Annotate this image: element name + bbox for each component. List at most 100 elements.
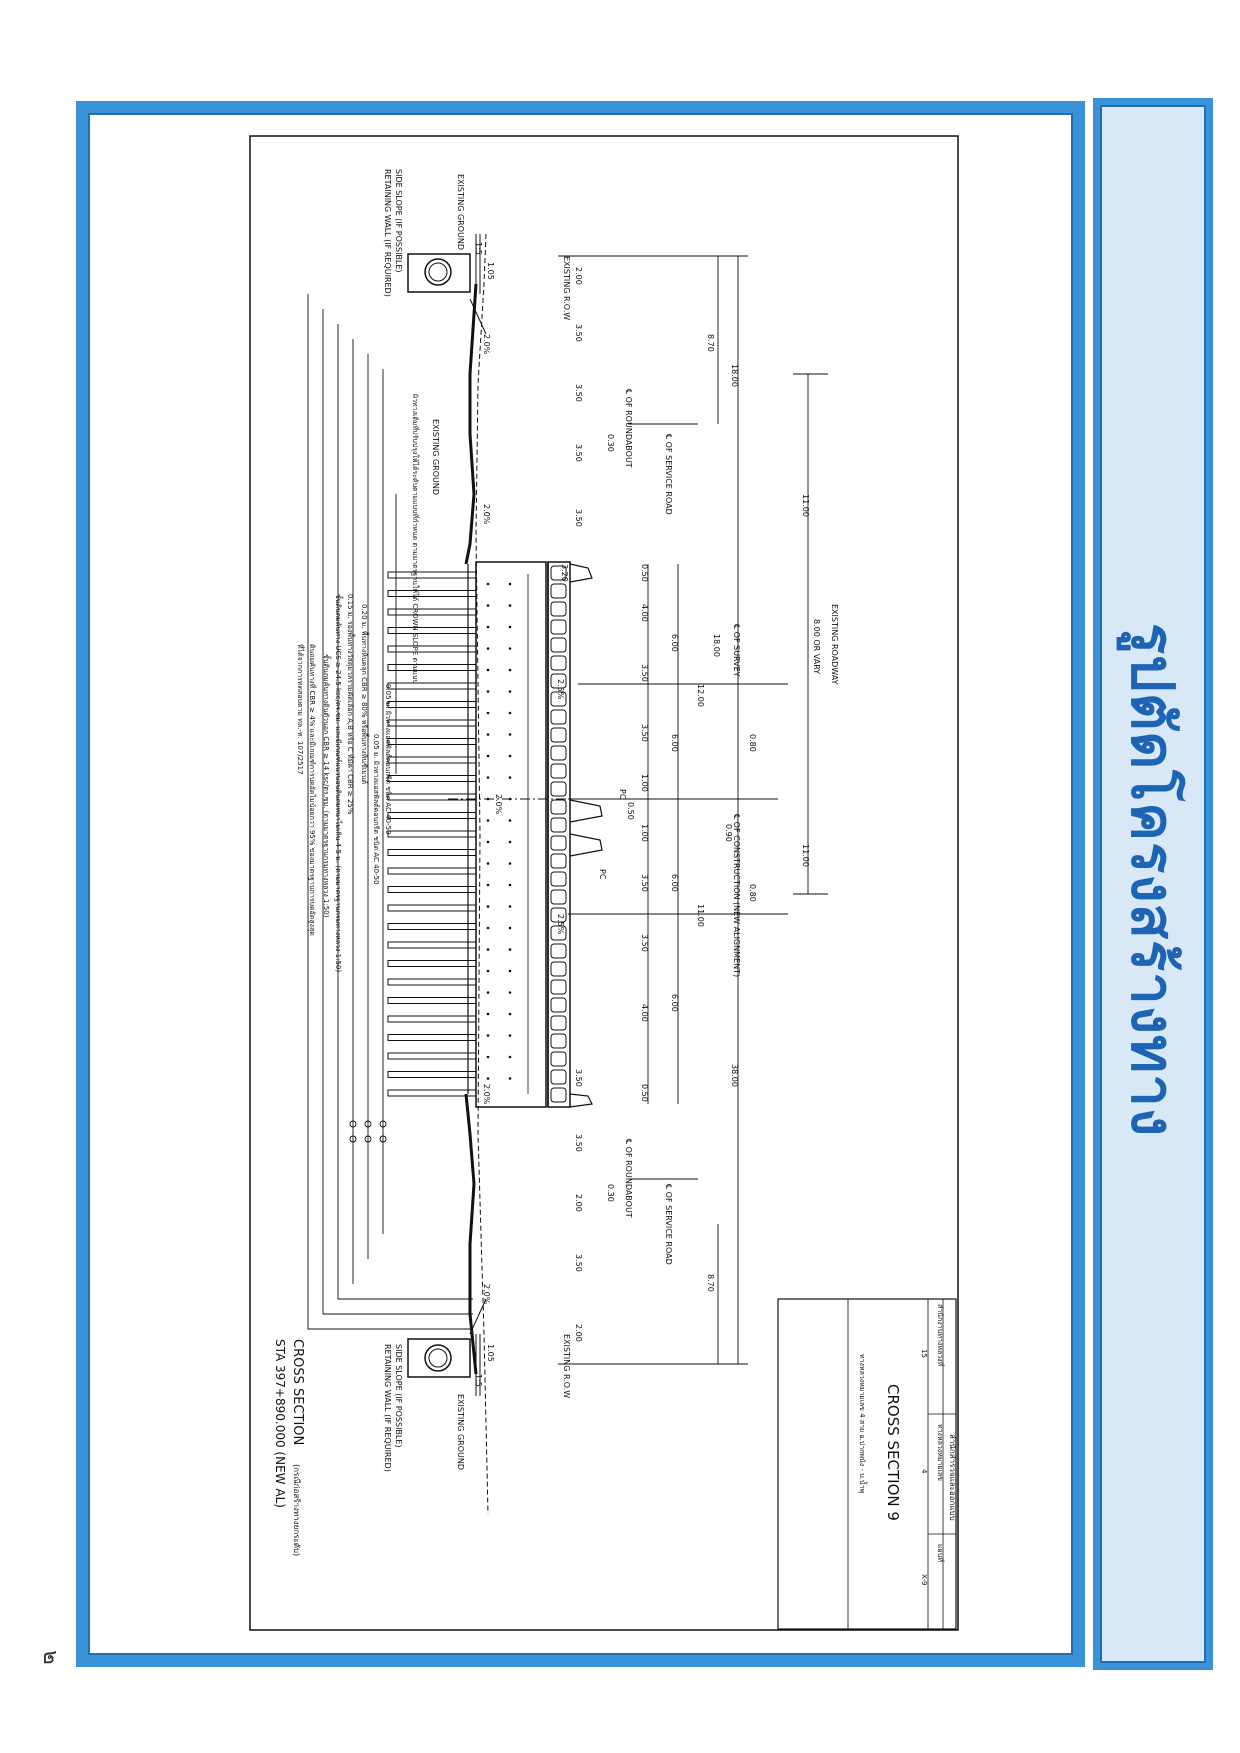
dim-lane-a: 2.00 — [574, 267, 583, 285]
label-existing-ground-2: EXISTING GROUND — [456, 1394, 465, 1470]
bridge-pier — [387, 645, 477, 653]
tb-sheet-title: CROSS SECTION 9 — [884, 1384, 902, 1521]
dim-seg-11-left: 11.00 — [801, 494, 810, 517]
label-side-slope-2: SIDE SLOPE (IF POSSIBLE) — [394, 1344, 403, 1448]
dim-slope-1-5-b: 1:5 — [474, 1374, 483, 1387]
bridge-pier — [387, 571, 477, 579]
dim-slope-d: 2.0% — [482, 1084, 491, 1105]
dim-bridge-b: 4.00 — [640, 604, 649, 622]
deck-cell — [550, 691, 567, 707]
dim-bridge-g: 1.00 — [640, 824, 649, 842]
note-6: ชั้นดินถมคันทางดินตัวนอก CBR ≥ 14 ksc/ตร… — [322, 654, 333, 918]
dim-lane-g: 3.50 — [574, 1134, 583, 1152]
deck-cell — [550, 853, 567, 869]
label-retaining-1: RETAINING WALL (IF REQUIRED) — [383, 169, 392, 297]
deck-cell — [550, 1015, 567, 1031]
note-7: ดินถมคันทางที่ CBR ≥ 4% และมีเกณฑ์การบดอ… — [308, 644, 317, 936]
tb-col-c-value: X-9 — [920, 1574, 928, 1585]
deck-dot — [486, 926, 490, 930]
dim-lane-d: 3.50 — [574, 444, 583, 462]
dim-0-90: 0.90 — [724, 824, 733, 842]
deck-cell — [550, 1087, 567, 1103]
deck-dot — [486, 1055, 490, 1059]
bridge-pier — [387, 923, 477, 930]
dim-slope-f: 2.0% — [482, 504, 491, 525]
bridge-pier — [387, 960, 477, 967]
label-existing-row-top: EXISTING R.O.W — [562, 256, 571, 320]
deck-dot — [508, 625, 512, 629]
deck-dot — [486, 754, 490, 758]
page-number: ๒ — [37, 1650, 63, 1665]
drawing-border — [249, 135, 959, 1631]
deck-cell — [550, 565, 567, 581]
deck-dot — [486, 776, 490, 779]
main-frame-inner — [88, 113, 1073, 1655]
dim-slope-e: 2.0% — [482, 1284, 491, 1305]
deck-dot — [486, 690, 490, 693]
dim-lane-b: 3.50 — [574, 324, 583, 342]
bridge-piers — [387, 571, 477, 1097]
note-leaders — [307, 294, 473, 1330]
deck-dot — [486, 991, 490, 994]
bridge-pier — [387, 701, 477, 708]
dim-bridge-h: 3.50 — [640, 874, 649, 892]
deck-cell — [550, 1069, 567, 1085]
deck-dot — [508, 582, 512, 586]
label-existing-ground-1: EXISTING GROUND — [456, 174, 465, 250]
bridge-pier — [387, 941, 477, 949]
bridge-pier — [387, 590, 477, 597]
label-800-or-vary: 8.00 OR VARY — [812, 619, 821, 674]
deck-dot — [508, 1077, 512, 1080]
deck-cell — [550, 943, 567, 959]
label-cl-service-1: ℄ OF SERVICE ROAD — [664, 434, 673, 515]
dim-3-20: 3.20 — [560, 564, 569, 582]
deck-dot — [508, 668, 512, 672]
side-frame — [1093, 98, 1213, 1670]
deck-dot — [508, 1034, 512, 1037]
tb-col-b-label: ทางหลวงหมายเลข — [936, 1424, 944, 1481]
bridge-pier — [387, 756, 477, 764]
dim-six-c: 6.00 — [670, 874, 679, 892]
bridge-deck — [475, 561, 603, 1108]
label-existing-ground-mid: EXISTING GROUND — [431, 419, 440, 495]
deck-cell — [550, 889, 567, 905]
road-profile — [407, 233, 489, 1515]
dim-seg-18-mid: 18.00 — [712, 634, 721, 657]
deck-cell — [550, 961, 567, 977]
deck-dot — [508, 905, 512, 908]
label-existing-roadway: EXISTING ROADWAY — [830, 604, 839, 685]
deck-dot — [486, 969, 490, 973]
title-block — [777, 1298, 957, 1630]
dimension-lines — [448, 255, 828, 1365]
bridge-pier — [387, 719, 477, 727]
deck-dot — [486, 840, 490, 844]
deck-dot — [486, 1077, 490, 1080]
dim-left-8-70: 8.70 — [706, 334, 715, 352]
dim-lane-h: 2.00 — [574, 1194, 583, 1212]
deck-cell — [550, 1051, 567, 1067]
bridge-pier — [387, 1052, 477, 1060]
bridge-pier — [387, 886, 477, 893]
label-cl-survey: ℄ OF SURVEY — [732, 624, 741, 677]
deck-dot — [486, 905, 490, 908]
dim-total: 38.00 — [730, 1064, 739, 1087]
label-side-slope-1: SIDE SLOPE (IF POSSIBLE) — [394, 169, 403, 273]
note-3: 0.20 ม. พื้นทางหินคลุก CBR ≥ 80% หรือพื้… — [360, 604, 371, 785]
label-cl-service-2: ℄ OF SERVICE ROAD — [664, 1184, 673, 1265]
deck-cell — [550, 997, 567, 1013]
tb-col-c-label: แผ่นที่ — [936, 1544, 945, 1562]
tb-col-b-value: 4 — [920, 1469, 928, 1474]
deck-dot — [508, 819, 512, 822]
deck-dot — [486, 883, 490, 887]
dim-crown: 2.0% — [494, 794, 503, 815]
deck-dot — [486, 711, 490, 715]
dim-bridge-f: 0.50 — [626, 802, 635, 820]
deck-dot — [508, 883, 512, 887]
bridge-pier — [387, 664, 477, 671]
dim-slope-1-5-a: 1:5 — [474, 242, 483, 255]
label-cl-roundabout-2: ℄ OF ROUNDABOUT — [624, 1139, 633, 1218]
deck-cell — [550, 871, 567, 887]
deck-dot — [508, 754, 512, 758]
label-cl-roundabout-1: ℄ OF ROUNDABOUT — [624, 389, 633, 468]
note-4: 0.15 ม. รองพื้นทางวัสดุมวลรวมคัดเลือก A,… — [346, 594, 357, 815]
